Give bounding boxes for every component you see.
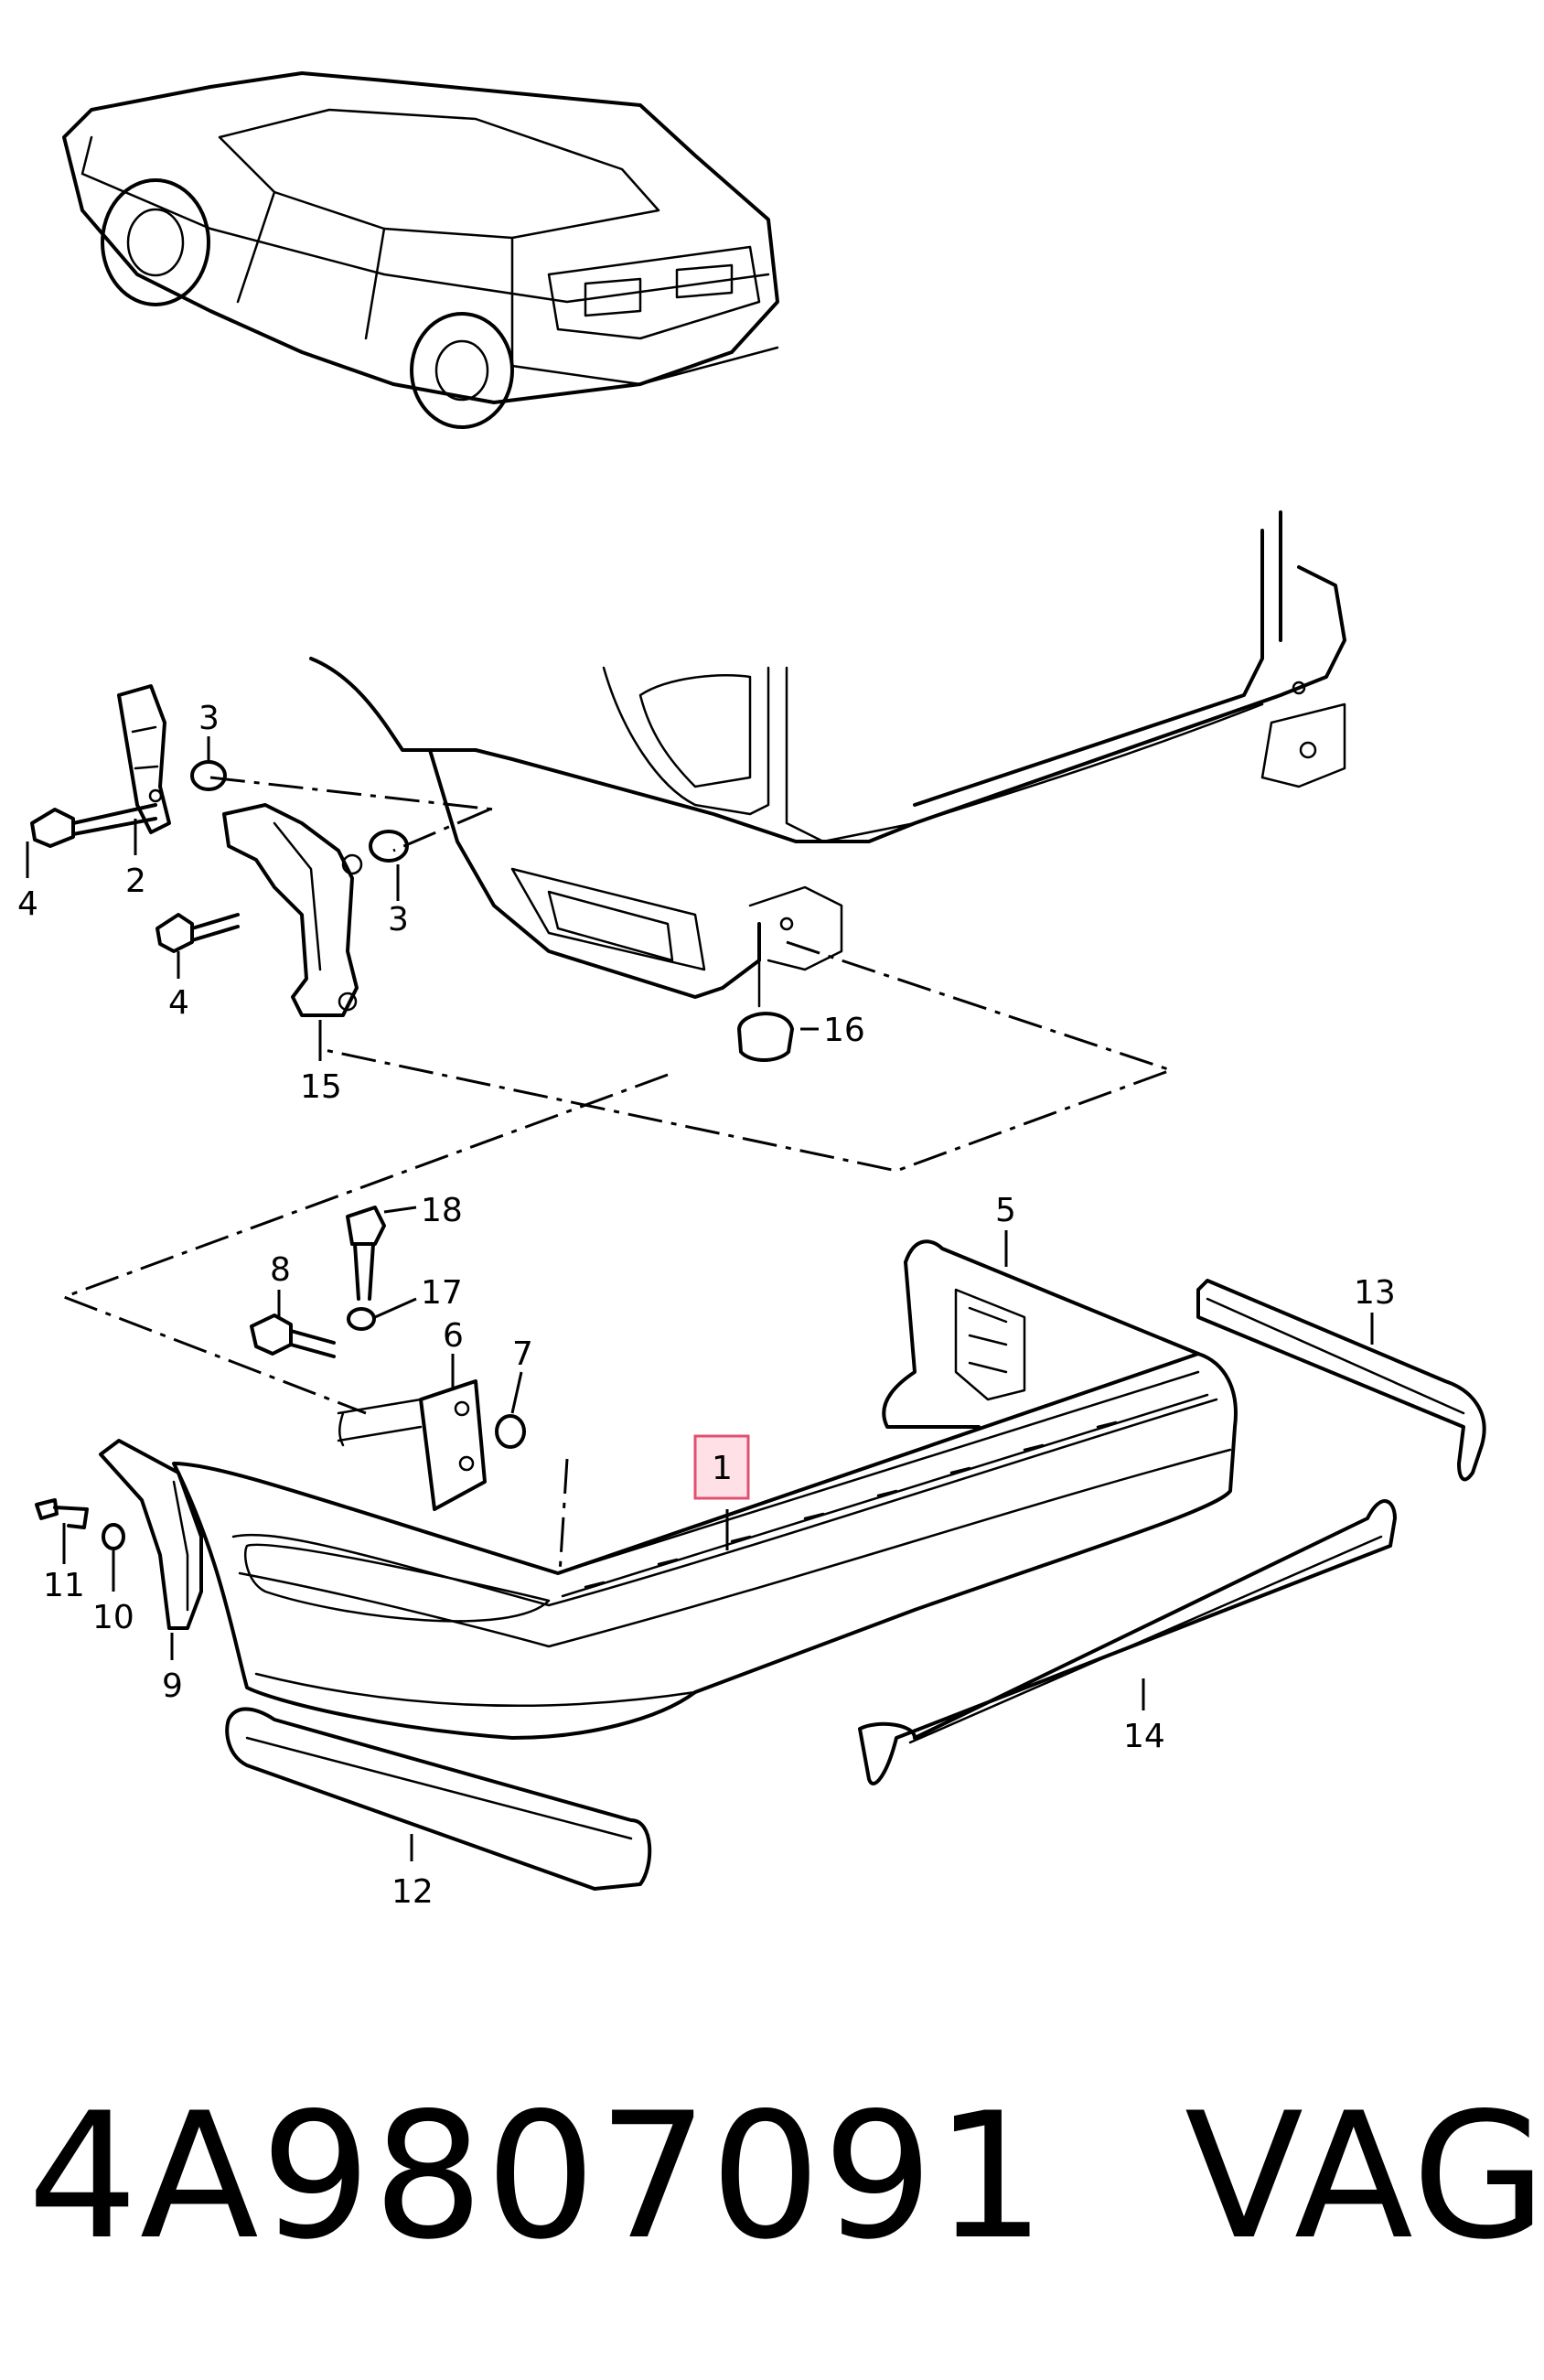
callout-3-lower[interactable]: 3 (388, 901, 409, 938)
callout-4-left[interactable]: 4 (17, 885, 38, 923)
clip-part-11 (35, 1498, 89, 1529)
callout-3-upper[interactable]: 3 (198, 700, 220, 737)
callout-15[interactable]: 15 (300, 1068, 342, 1106)
body-rear-section (309, 510, 1346, 1008)
callout-10[interactable]: 10 (92, 1599, 134, 1636)
brand-name: VAG (1185, 2075, 1544, 2278)
plug-part-16 (737, 1012, 794, 1062)
callout-8[interactable]: 8 (270, 1251, 291, 1289)
part-number: 4A9807091 (27, 2075, 1048, 2278)
callout-1[interactable]: 1 (712, 1450, 733, 1487)
callouts: 1 2 3 3 4 4 5 6 7 8 9 10 11 12 13 14 15 … (17, 700, 1396, 1911)
washer-part-10 (102, 1523, 125, 1550)
callout-2[interactable]: 2 (125, 863, 146, 900)
nut-part-3 (190, 760, 409, 863)
leader-lines (26, 736, 1374, 1861)
callout-16[interactable]: 16 (823, 1012, 865, 1049)
callout-9[interactable]: 9 (162, 1667, 183, 1705)
callout-7[interactable]: 7 (512, 1335, 533, 1373)
washer-part-17 (347, 1307, 376, 1331)
trim-part-13 (1196, 1279, 1486, 1482)
callout-4-lower[interactable]: 4 (168, 984, 189, 1022)
bolt-part-4 (30, 803, 240, 953)
trim-part-12 (225, 1707, 652, 1891)
trim-part-14 (858, 1499, 1397, 1785)
washer-part-7 (495, 1414, 526, 1449)
highlight-box-part-1 (693, 1434, 750, 1500)
car-overview (62, 71, 779, 429)
bracket-part-15 (222, 803, 363, 1017)
bolt-part-18 (346, 1206, 386, 1301)
callout-13[interactable]: 13 (1354, 1274, 1396, 1312)
callout-17[interactable]: 17 (421, 1274, 463, 1312)
bolt-part-8 (250, 1313, 336, 1358)
part-number-footer: 4A9807091 VAG (27, 2058, 1544, 2296)
bumper-cover-part-1 (172, 1239, 1238, 1740)
end-cap-part-9 (99, 1439, 203, 1630)
callout-5[interactable]: 5 (995, 1192, 1016, 1229)
bracket-part-2 (117, 684, 171, 834)
bracket-part-6 (337, 1379, 487, 1511)
callout-11[interactable]: 11 (43, 1567, 85, 1604)
assembly-lines (59, 776, 1175, 1574)
callout-14[interactable]: 14 (1123, 1718, 1165, 1755)
callout-18[interactable]: 18 (421, 1192, 463, 1229)
callout-12[interactable]: 12 (391, 1873, 434, 1911)
callout-6[interactable]: 6 (443, 1317, 464, 1355)
